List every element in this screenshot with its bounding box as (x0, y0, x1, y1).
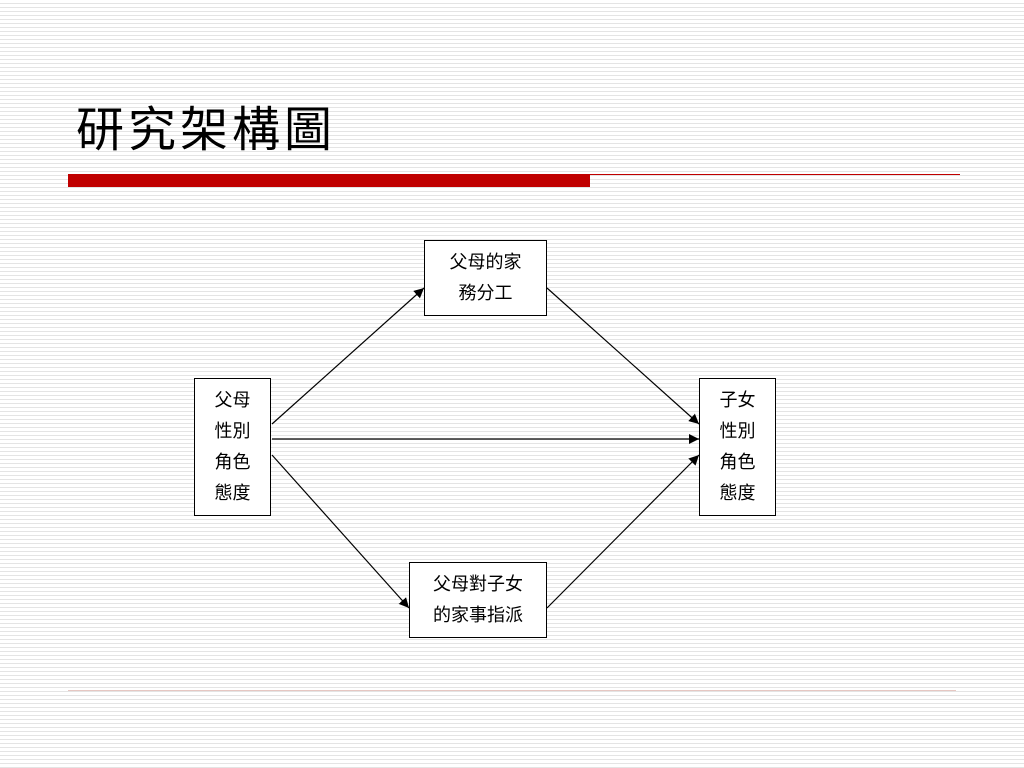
footer-divider (68, 690, 956, 691)
node-parent-gender-role-attitude: 父母 性別 角色 態度 (194, 378, 271, 516)
node-child-gender-role-attitude: 子女 性別 角色 態度 (699, 378, 776, 516)
slide-title: 研究架構圖 (76, 102, 337, 158)
arrow-chore-to-child (546, 454, 700, 609)
node-line: 父母 (214, 390, 251, 411)
title-underline-thin (590, 174, 960, 175)
node-line: 父母的家 (449, 252, 522, 273)
node-line: 父母對子女 (433, 574, 523, 595)
node-line: 性別 (719, 421, 756, 442)
arrow-parent-to-chore (271, 454, 410, 609)
node-line: 角色 (719, 452, 756, 473)
node-line: 態度 (719, 483, 756, 504)
arrow-housework-to-child (546, 287, 700, 425)
node-line: 角色 (214, 452, 251, 473)
title-underline-thick (68, 174, 590, 187)
node-parent-housework-division: 父母的家 務分工 (424, 240, 547, 316)
node-line: 的家事指派 (433, 605, 523, 626)
node-line: 性別 (214, 421, 251, 442)
arrow-parent-to-housework (271, 287, 425, 425)
node-line: 態度 (214, 483, 251, 504)
node-line: 子女 (719, 390, 756, 411)
node-line: 務分工 (458, 283, 513, 304)
node-parent-chore-assignment: 父母對子女 的家事指派 (409, 562, 547, 638)
